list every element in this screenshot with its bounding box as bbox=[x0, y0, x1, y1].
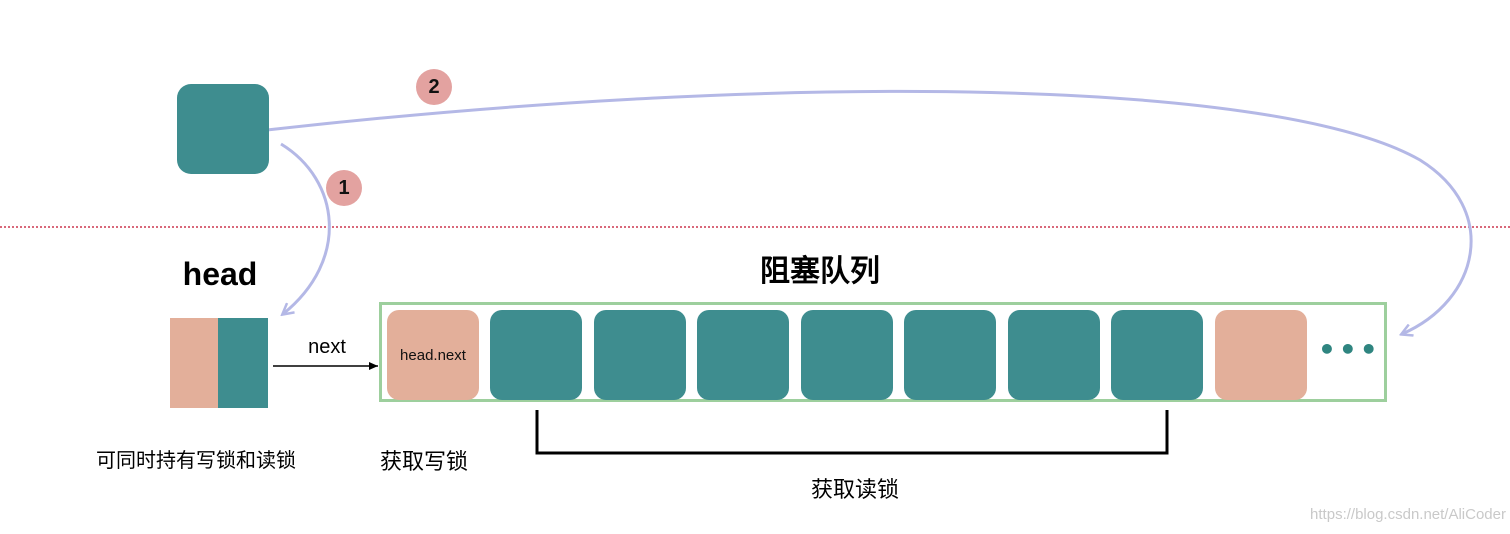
watermark: https://blog.csdn.net/AliCoder bbox=[1310, 506, 1506, 523]
read-lock-caption: 获取读锁 bbox=[810, 478, 899, 503]
blocking-queue: head.next bbox=[379, 302, 1387, 402]
queue-node bbox=[801, 310, 893, 400]
curve-step-1 bbox=[281, 142, 331, 314]
write-lock-caption: 获取写锁 bbox=[380, 450, 469, 475]
queue-ellipsis: ••• bbox=[1318, 333, 1381, 366]
new-node bbox=[177, 84, 269, 174]
head-node-write-part bbox=[218, 318, 268, 408]
queue-node bbox=[904, 310, 996, 400]
head-node bbox=[170, 318, 268, 408]
queue-title: 阻塞队列 bbox=[760, 254, 880, 289]
queue-node bbox=[490, 310, 582, 400]
queue-node bbox=[697, 310, 789, 400]
curve-step-2 bbox=[266, 89, 1473, 334]
head-title: head bbox=[182, 256, 258, 292]
head-caption: 可同时持有写锁和读锁 bbox=[96, 448, 296, 472]
queue-node bbox=[1008, 310, 1100, 400]
section-divider bbox=[0, 226, 1510, 228]
next-label: next bbox=[308, 336, 346, 358]
queue-node bbox=[1111, 310, 1203, 400]
read-lock-bracket bbox=[535, 410, 1169, 455]
step-badge-2: 2 bbox=[416, 69, 452, 105]
head-node-read-part bbox=[170, 318, 218, 408]
queue-node-head-next: head.next bbox=[387, 310, 479, 400]
step-badge-1: 1 bbox=[326, 170, 362, 206]
queue-node-tail bbox=[1215, 310, 1307, 400]
queue-node bbox=[594, 310, 686, 400]
